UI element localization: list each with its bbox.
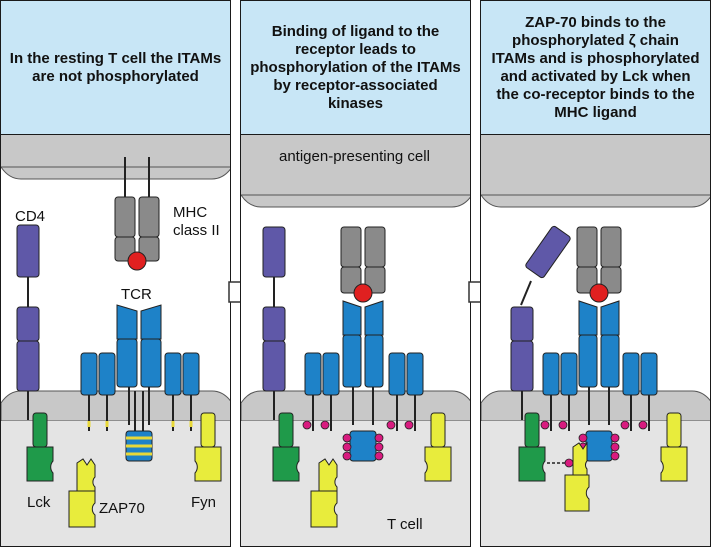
lck-kinase [272, 412, 300, 482]
panel-diagram [481, 135, 710, 546]
cd4-coreceptor [16, 224, 40, 420]
cd4-label: CD4 [15, 208, 45, 225]
tcell-membrane [241, 390, 470, 422]
cd4-coreceptor [510, 225, 571, 420]
fyn-kinase [194, 412, 222, 482]
caption-text: Binding of ligand to the receptor leads … [250, 22, 461, 112]
zap70-kinase [68, 458, 96, 528]
panel-ligand-binding: Binding of ligand to the receptor leads … [240, 0, 471, 547]
lck-kinase [26, 412, 54, 482]
panel-caption: In the resting T cell the ITAMs are not … [1, 1, 230, 135]
panel-diagram: antigen-presenting cell [241, 135, 470, 546]
mhc-label-line1: MHC [173, 204, 207, 221]
zap70-label: ZAP70 [99, 500, 145, 517]
mhc-class-ii [576, 226, 622, 303]
tcr-label: TCR [121, 286, 152, 303]
apc-membrane [1, 135, 230, 167]
fyn-kinase [660, 412, 688, 482]
tcr-complex [80, 304, 200, 462]
panel-caption: ZAP-70 binds to the phosphorylated ζ cha… [481, 1, 710, 135]
caption-text: In the resting T cell the ITAMs are not … [9, 49, 222, 85]
tcr-complex [302, 300, 424, 462]
mhc-label-line2: class II [173, 222, 220, 239]
panel-diagram: CD4 MHC class II TCR [1, 135, 230, 546]
lck-label: Lck [27, 494, 51, 511]
cd4-coreceptor [262, 226, 286, 420]
panel-caption: Binding of ligand to the receptor leads … [241, 1, 470, 135]
zap70-kinase [310, 458, 338, 528]
caption-text: ZAP-70 binds to the phosphorylated ζ cha… [491, 13, 700, 121]
panel-zap70-activation: ZAP-70 binds to the phosphorylated ζ cha… [480, 0, 711, 547]
tcell-label: T cell [387, 516, 423, 533]
lck-kinase [518, 412, 546, 482]
panel-resting: In the resting T cell the ITAMs are not … [0, 0, 231, 547]
mhc-class-ii [114, 157, 160, 271]
mhc-class-ii [340, 226, 386, 303]
apc-membrane [481, 135, 710, 195]
apc-membrane [241, 135, 470, 195]
zap70-kinase [564, 441, 590, 512]
apc-label: antigen-presenting cell [279, 148, 430, 165]
fyn-label: Fyn [191, 494, 216, 511]
fyn-kinase [424, 412, 452, 482]
